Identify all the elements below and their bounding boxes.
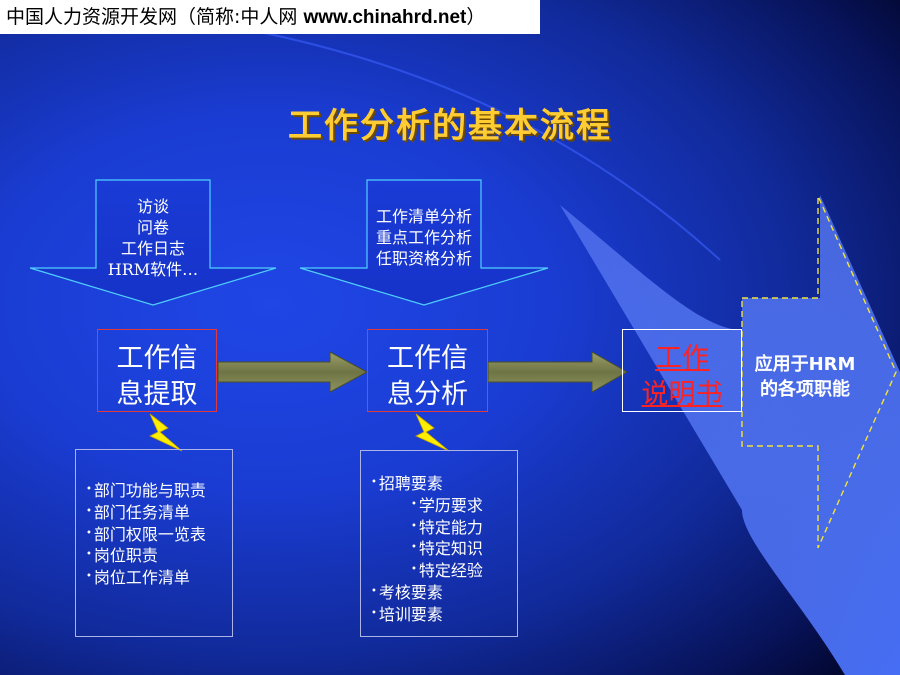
hrm-application-label: 应用于HRM 的各项职能 (742, 352, 868, 402)
list-item: •部门任务清单 (86, 502, 190, 522)
stage-label-line: 工作信 (387, 343, 468, 374)
hrm-dashed-arrow (741, 195, 897, 549)
stage-label-line: 息提取 (116, 379, 198, 410)
hrm-label-line: 应用于HRM (754, 354, 856, 375)
list-item: •岗位职责 (86, 546, 158, 566)
list-item: •培训要素 (371, 604, 443, 624)
stage-label-line: 工作信 (116, 343, 198, 374)
watermark-prefix: 中国人力资源开发网（简称:中人网 (6, 6, 304, 28)
analysis-output-box: •招聘要素 •学历要求 •特定能力 •特定知识 •特定经验 •考核要素 •培训要… (360, 450, 518, 637)
method-item: 访谈 (136, 197, 169, 216)
list-item: •部门功能与职责 (86, 481, 206, 500)
stage-analysis: 工作信 息分析 (367, 329, 488, 412)
tool-item: 任职资格分析 (375, 249, 472, 268)
method-item: HRM软件… (107, 260, 199, 279)
analysis-tools-list: 工作清单分析 重点工作分析 任职资格分析 (362, 206, 486, 269)
watermark-site: www.chinahrd.net (303, 7, 467, 28)
methods-arrow (29, 179, 277, 306)
stage-label-line: 息分析 (387, 379, 468, 410)
list-item: •特定知识 (411, 539, 483, 559)
stage-label-line: 工作 (655, 343, 709, 374)
slide-title: 工作分析的基本流程 (288, 106, 612, 146)
method-item: 工作日志 (120, 239, 185, 258)
stage-label-line: 说明书 (641, 379, 723, 410)
list-item: •考核要素 (371, 582, 443, 602)
hrm-label-line: 的各项职能 (760, 379, 850, 400)
list-item: •特定能力 (411, 517, 483, 537)
list-item: •特定经验 (411, 561, 483, 581)
stage-extraction: 工作信 息提取 (97, 329, 217, 412)
flow-arrow-2 (487, 351, 629, 393)
extraction-output-box: •部门功能与职责 •部门任务清单 •部门权限一览表 •岗位职责 •岗位工作清单 (75, 449, 233, 637)
tool-item: 工作清单分析 (375, 207, 472, 226)
list-item: •学历要求 (411, 495, 483, 515)
list-item: •招聘要素 (371, 474, 443, 493)
list-item: •岗位工作清单 (86, 568, 190, 588)
list-item: •部门权限一览表 (86, 524, 206, 544)
analysis-tools-arrow (299, 179, 549, 306)
flow-arrow-1 (217, 351, 369, 393)
source-watermark: 中国人力资源开发网（简称:中人网 www.chinahrd.net） (0, 0, 540, 34)
method-item: 问卷 (136, 218, 169, 237)
decorative-curve (249, 29, 721, 261)
hrm-arrow-shape (560, 195, 900, 675)
stage-job-description: 工作 说明书 (622, 329, 742, 412)
watermark-suffix: ） (466, 6, 486, 28)
tool-item: 重点工作分析 (375, 228, 472, 247)
lightning-icon (149, 413, 183, 452)
methods-list: 访谈 问卷 工作日志 HRM软件… (96, 196, 210, 280)
lightning-icon (415, 413, 450, 452)
